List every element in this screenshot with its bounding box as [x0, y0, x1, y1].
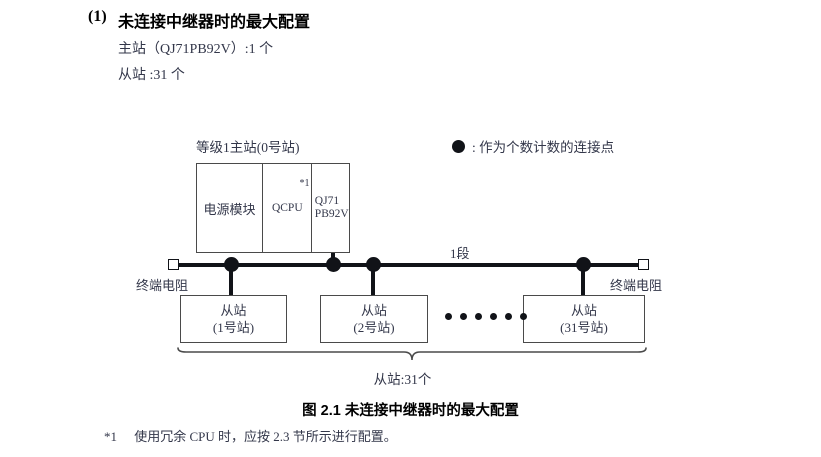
ellipsis-dot [460, 313, 467, 320]
slave-1-name: 从站 [220, 303, 247, 318]
slave-station-box-1: 从站 (1号站) [180, 295, 287, 343]
slave-31-name: 从站 [570, 303, 597, 318]
master-station-label: 等级1主站(0号站) [196, 140, 300, 155]
ellipsis-dot [475, 313, 482, 320]
brace-icon [177, 347, 647, 361]
slave-2-drop-line [371, 263, 375, 295]
filled-circle-icon [452, 139, 465, 153]
network-module-label-line1: QJ71 [314, 195, 340, 207]
terminator-square-right-icon [638, 259, 649, 270]
cpu-module-label: QCPU [271, 202, 303, 214]
slave-1-drop-line [229, 263, 233, 295]
power-module-cell: 电源模块 [197, 164, 262, 252]
slave-2-station: (2号站) [353, 320, 395, 335]
slave-count-text: 从站:31个 [373, 372, 432, 387]
figure-caption: 图 2.1 未连接中继器时的最大配置 [302, 403, 519, 419]
ellipsis-dot [520, 313, 527, 320]
cpu-module-cell: *1 QCPU [262, 164, 311, 252]
footnote-text: 使用冗余 CPU 时，应按 2.3 节所示进行配置。 [134, 429, 397, 444]
ellipsis-dot [445, 313, 452, 320]
slave-station-box-31: 从站 (31号站) [523, 295, 645, 343]
spec-master-count: 主站（QJ71PB92V）:1 个 [118, 42, 274, 57]
slave-31-station: (31号站) [560, 320, 608, 335]
slave-count-label: 从站:31个 [0, 368, 821, 388]
network-module-label-line2: PB92V [314, 208, 349, 220]
ellipsis-dots [445, 313, 527, 320]
slave-2-name: 从站 [360, 303, 387, 318]
terminator-label-right: 终端电阻 [610, 278, 663, 293]
bus-trunk-line [174, 263, 644, 267]
master-rack: 电源模块 *1 QCPU QJ71 PB92V [196, 163, 350, 253]
legend: : 作为个数计数的连接点 [452, 136, 614, 156]
slave-31-drop-line [581, 263, 585, 295]
spec-slave-count: 从站 :31 个 [118, 68, 185, 83]
footnote: *1 使用冗余 CPU 时，应按 2.3 节所示进行配置。 [104, 426, 397, 445]
power-module-label: 电源模块 [203, 201, 256, 217]
legend-label: : 作为个数计数的连接点 [472, 140, 615, 155]
terminator-label-left: 终端电阻 [136, 278, 189, 293]
connection-dot-master [326, 257, 341, 272]
terminator-square-left-icon [168, 259, 179, 270]
footnote-mark: *1 [104, 429, 117, 444]
slave-station-box-2: 从站 (2号站) [320, 295, 428, 343]
network-module-cell: QJ71 PB92V [311, 164, 349, 252]
page-title: 未连接中继器时的最大配置 [118, 14, 311, 31]
heading-number: (1) [88, 8, 107, 25]
ellipsis-dot [505, 313, 512, 320]
segment-label: 1段 [450, 246, 470, 261]
slave-count-brace [170, 346, 654, 368]
ellipsis-dot [490, 313, 497, 320]
cpu-footnote-mark: *1 [299, 178, 310, 189]
slave-1-station: (1号站) [212, 320, 255, 335]
